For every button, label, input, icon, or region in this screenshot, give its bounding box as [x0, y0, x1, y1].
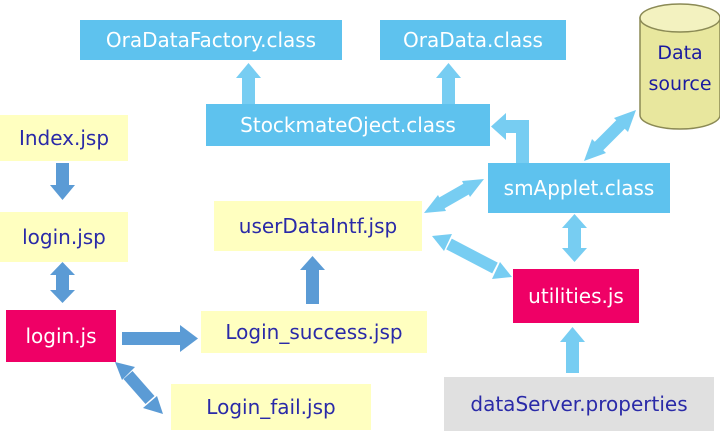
data-source-cylinder: Data source	[639, 3, 720, 130]
arrow-smapplet-to-stockmate	[491, 113, 529, 164]
arrow-loginsuccess-to-userdataintf	[300, 256, 325, 304]
node-smapplet: smApplet.class	[488, 163, 670, 213]
node-index-jsp: Index.jsp	[0, 115, 128, 161]
arrow-stockmate-to-oradatafactory	[236, 63, 261, 104]
arrow-loginjsp-loginjs	[50, 262, 75, 303]
node-login-fail-jsp: Login_fail.jsp	[171, 384, 371, 430]
node-login-jsp: login.jsp	[0, 212, 128, 262]
node-userdataintf-jsp: userDataIntf.jsp	[214, 201, 422, 251]
node-login-js: login.js	[6, 310, 116, 362]
arrow-loginjs-to-loginsuccess	[122, 325, 198, 352]
arrow-smapplet-utilities	[562, 214, 587, 262]
node-oradata: OraData.class	[380, 20, 566, 60]
node-login-success-jsp: Login_success.jsp	[201, 311, 427, 353]
arrow-loginjs-loginfail	[115, 362, 163, 414]
arrow-userdataintf-utilities	[432, 234, 512, 279]
arrow-properties-to-utilities	[560, 327, 585, 373]
node-oradatafactory: OraDataFactory.class	[80, 20, 342, 60]
arrow-index-to-loginjsp	[50, 163, 75, 200]
arrow-stockmate-to-oradata	[436, 63, 461, 104]
node-stockmate-object: StockmateOject.class	[206, 104, 490, 146]
node-dataserver-properties: dataServer.properties	[444, 377, 714, 431]
node-utilities-js: utilities.js	[513, 269, 639, 323]
data-source-label-line2: source	[648, 73, 711, 95]
data-source-label-line1: Data	[657, 42, 702, 64]
arrow-smapplet-datasource	[584, 110, 636, 161]
arrow-smapplet-userdataintf	[424, 179, 484, 213]
